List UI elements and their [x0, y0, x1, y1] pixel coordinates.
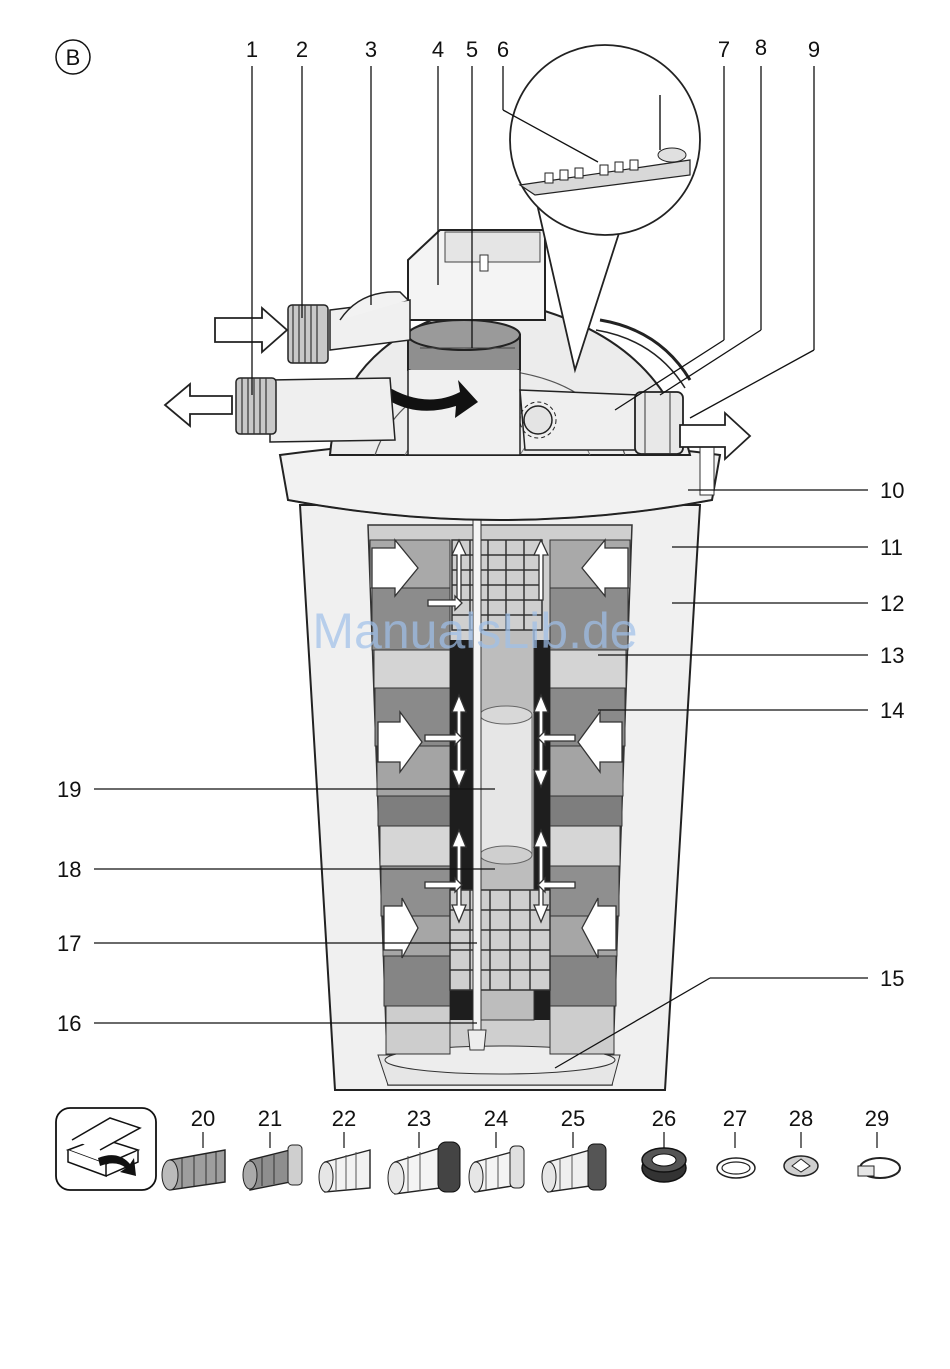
figure-label: B [66, 45, 81, 70]
callout-14: 14 [880, 698, 904, 723]
callout-1: 1 [246, 37, 258, 62]
central-core [450, 520, 550, 1050]
accessory-26: 26 [652, 1106, 676, 1131]
callout-11: 11 [880, 535, 903, 560]
callout-7: 7 [718, 37, 730, 62]
callout-18: 18 [57, 857, 81, 882]
hose-adapter-23 [388, 1142, 460, 1194]
callout-2: 2 [296, 37, 308, 62]
control-unit [408, 230, 545, 320]
accessory-28: 28 [789, 1106, 813, 1131]
hose-adapter-24 [469, 1146, 524, 1192]
callout-8: 8 [755, 35, 767, 60]
watermark: ManualsLib.de [312, 603, 637, 659]
callout-10: 10 [880, 478, 904, 503]
callout-6: 6 [497, 37, 509, 62]
hose-adapter-21 [243, 1145, 302, 1190]
callout-19: 19 [57, 777, 81, 802]
o-ring-27 [717, 1158, 755, 1178]
callout-5: 5 [466, 37, 478, 62]
accessory-21: 21 [258, 1106, 282, 1131]
callout-16: 16 [57, 1011, 81, 1036]
accessory-numbers: 20 21 22 23 24 25 26 27 28 29 [191, 1106, 889, 1131]
union-nut-26 [642, 1148, 686, 1182]
callout-15: 15 [880, 966, 904, 991]
callout-4: 4 [432, 37, 444, 62]
packaging-box [56, 1108, 156, 1190]
accessory-29: 29 [865, 1106, 889, 1131]
callout-17: 17 [57, 931, 81, 956]
accessory-22: 22 [332, 1106, 356, 1131]
callout-12: 12 [880, 591, 904, 616]
hose-adapter-25 [542, 1144, 606, 1192]
hose-clamp-29 [858, 1158, 900, 1178]
callout-9: 9 [808, 37, 820, 62]
accessory-leaders [203, 1132, 877, 1148]
callout-3: 3 [365, 37, 377, 62]
accessory-27: 27 [723, 1106, 747, 1131]
hose-adapter-22 [319, 1150, 370, 1192]
callout-13: 13 [880, 643, 904, 668]
outlet-pipe [236, 378, 395, 442]
accessory-23: 23 [407, 1106, 431, 1131]
accessory-20: 20 [191, 1106, 215, 1131]
seal-28 [784, 1156, 818, 1176]
accessory-24: 24 [484, 1106, 508, 1131]
figure-label-badge: B [56, 40, 90, 74]
accessory-25: 25 [561, 1106, 585, 1131]
hose-adapter-20 [162, 1150, 225, 1190]
